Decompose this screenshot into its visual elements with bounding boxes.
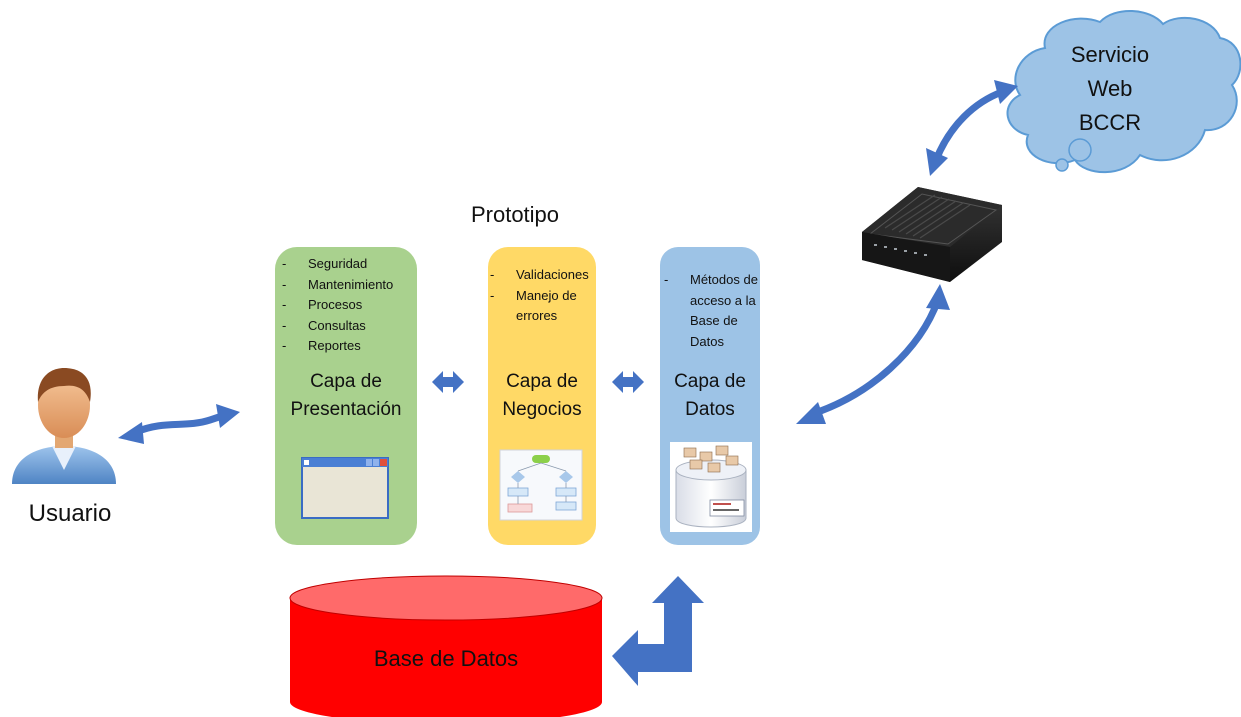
data-layer-title: Capa de Datos xyxy=(660,368,760,424)
list-item: Procesos xyxy=(278,295,414,316)
user-presentation-arrow xyxy=(118,404,240,444)
list-item: Reportes xyxy=(278,336,414,357)
diagram-title: Prototipo xyxy=(470,202,560,227)
business-layer-title: Capa de Negocios xyxy=(488,368,596,424)
cloud-line: Web xyxy=(1087,76,1133,101)
user-label: Usuario xyxy=(28,500,112,527)
business-data-arrow xyxy=(612,371,644,393)
database-cylinder xyxy=(289,575,603,717)
window-icon xyxy=(301,457,389,519)
layer-title-line: Capa de xyxy=(674,371,746,392)
list-item: Seguridad xyxy=(278,254,414,275)
cloud-line: Servicio xyxy=(1070,42,1150,67)
layer-title-line: Capa de xyxy=(310,371,382,392)
flowchart-icon xyxy=(499,449,583,521)
list-item: Consultas xyxy=(278,316,414,337)
database-data-arrow xyxy=(612,576,704,686)
cloud-label: Servicio Web BCCR xyxy=(1035,38,1185,140)
cloud-line: BCCR xyxy=(1078,110,1142,135)
layer-title-line: Capa de xyxy=(506,371,578,392)
data-items: Métodos de acceso a la Base de Datos xyxy=(660,270,760,352)
list-item: Manejo de errores xyxy=(486,286,596,327)
router-cloud-arrow xyxy=(926,80,1018,176)
list-item: Validaciones xyxy=(486,265,596,286)
data-router-arrow xyxy=(796,284,950,424)
user-icon xyxy=(12,368,116,484)
business-items: Validaciones Manejo de errores xyxy=(486,265,596,327)
layer-title-line: Presentación xyxy=(290,399,402,420)
layer-title-line: Datos xyxy=(685,399,735,420)
presentation-business-arrow xyxy=(432,371,464,393)
list-item: Mantenimiento xyxy=(278,275,414,296)
layer-title-line: Negocios xyxy=(502,399,582,420)
cloud-shape xyxy=(1006,9,1241,174)
router-icon xyxy=(862,187,1002,282)
list-item: Métodos de acceso a la Base de Datos xyxy=(660,270,760,352)
presentation-items: Seguridad Mantenimiento Procesos Consult… xyxy=(278,254,414,357)
presentation-layer-title: Capa de Presentación xyxy=(275,368,417,424)
database-label: Base de Datos xyxy=(373,646,519,671)
database-icon xyxy=(670,442,752,532)
